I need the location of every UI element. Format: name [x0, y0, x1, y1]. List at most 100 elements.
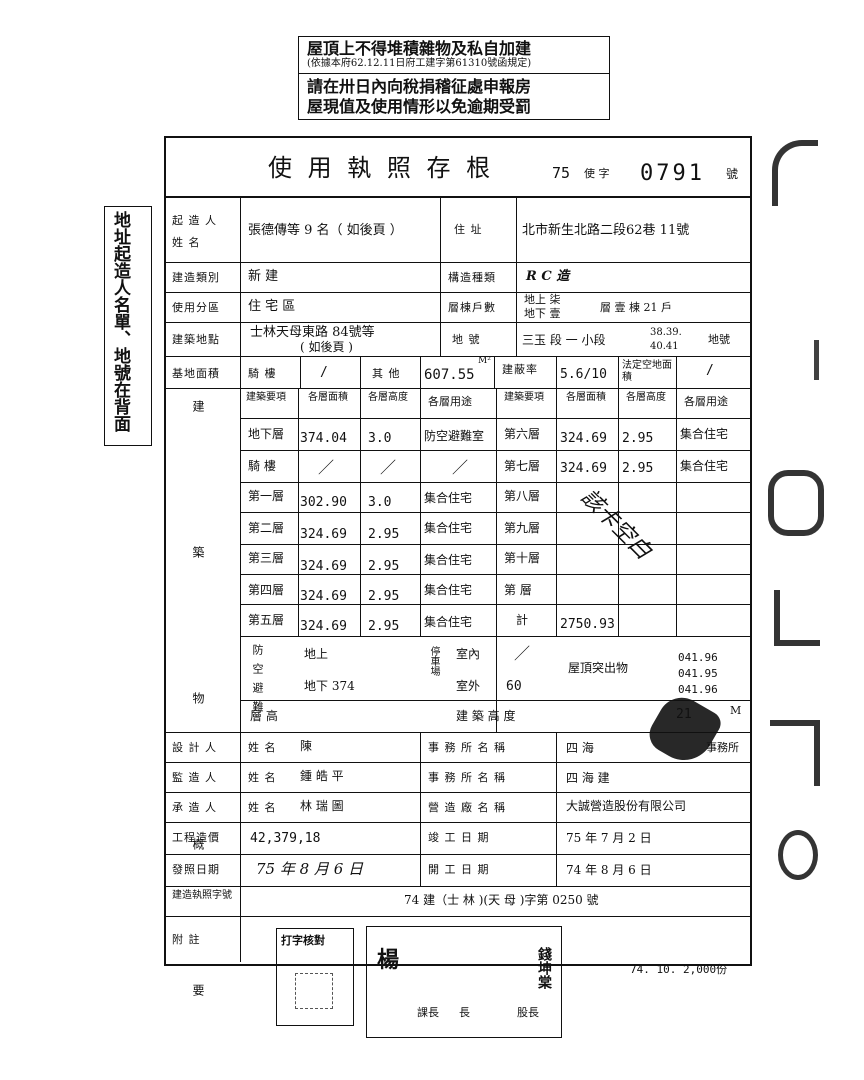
- build-type-label: 建造類別: [172, 271, 220, 284]
- notice-divider: [299, 73, 609, 74]
- dept-label: 課長: [417, 1006, 439, 1019]
- floor-left-height: 2.95: [368, 527, 400, 542]
- site-note: ( 如後頁 ): [300, 340, 353, 354]
- address-label: 住 址: [454, 223, 483, 236]
- legal-open-slash: /: [706, 363, 714, 378]
- floor-right-height: 2.95: [622, 461, 654, 476]
- notice-line-4: 屋現值及使用情形以免逾期受罰: [307, 97, 532, 116]
- hdr-area-right: 各層面積: [566, 392, 606, 403]
- title-divider: [164, 196, 750, 198]
- floor-left-use: 集合住宅: [424, 615, 473, 629]
- extra-line-2: [164, 732, 750, 733]
- floor-line-6: [240, 604, 750, 605]
- permit-label: 建造執照字號: [172, 890, 232, 901]
- designer-label: 設 計 人: [172, 741, 217, 754]
- designer-name: 陳: [300, 739, 313, 753]
- seal-name: 錢坤棠: [536, 947, 552, 989]
- roof-value-2: 041.95: [678, 667, 718, 680]
- notice-line-3: 請在卅日內向稅捐稽征處申報房: [307, 77, 532, 96]
- height-label: 層 高: [250, 709, 278, 723]
- floor-left-name: 第三層: [248, 551, 285, 565]
- other-value: 607.55: [424, 367, 475, 383]
- seal-yang: 楊: [377, 947, 400, 973]
- floor-left-use: ／: [452, 458, 469, 477]
- floor-col-1: [298, 388, 299, 636]
- cost-label: 工程造價: [172, 831, 220, 844]
- supervisor-office: 四 海 建: [566, 771, 610, 785]
- arcade-slash: /: [320, 365, 328, 380]
- floor-col-4: [496, 388, 497, 732]
- build-type-value: 新 建: [248, 269, 279, 284]
- col-line-mid: [440, 196, 441, 356]
- base-area-label: 基地面積: [172, 367, 220, 380]
- applicant-label: 起 造 人 姓 名: [172, 214, 217, 249]
- zone-value: 住 宅 區: [248, 299, 296, 314]
- notice-box: 屋頂上不得堆積雜物及私自加建 (依據本府62.12.11日府工建字第61310號…: [298, 36, 610, 120]
- parking-label: 停車場: [428, 646, 439, 676]
- building-section-label: 建 築 物 概 要: [191, 400, 205, 1056]
- row-line-5: [164, 388, 750, 389]
- arcade-label: 騎 樓: [248, 367, 277, 380]
- col-line-legal2: [676, 356, 677, 388]
- indoor-value: ／: [514, 644, 531, 663]
- floor-right-area: 324.69: [560, 461, 607, 476]
- floor-left-height: 2.95: [368, 589, 400, 604]
- floor-left-name: 第一層: [248, 489, 285, 503]
- license-number: 0791: [640, 161, 705, 186]
- floor-left-name: 第四層: [248, 583, 285, 597]
- form-frame: [164, 136, 752, 966]
- bldg-height-unit: M: [730, 704, 742, 717]
- floor-right-total: 2750.93: [560, 617, 615, 632]
- floor-right-height: 2.95: [622, 431, 654, 446]
- floor-right-name: 第八層: [504, 489, 541, 503]
- floor-right-area: 324.69: [560, 431, 607, 446]
- floor-left-area: 324.69: [300, 619, 347, 634]
- floor-left-use: 集合住宅: [424, 521, 473, 535]
- people-col-2: [420, 732, 421, 886]
- floor-left-height: 3.0: [368, 495, 392, 510]
- floor-left-name: 地下層: [248, 427, 285, 441]
- start-label: 開 工 日 期: [428, 863, 490, 876]
- date-line-1: [164, 854, 750, 855]
- issue-value: 75 年 8 月 6 日: [256, 860, 364, 878]
- typist-stamp: 打字核對: [276, 928, 354, 1026]
- col-line-coverage2: [556, 356, 557, 388]
- permit-value: 74 建（士 林 )(天 母 )字第 0250 號: [404, 893, 599, 907]
- left-note-box: 地址起造人名單、地號在背面: [104, 206, 152, 446]
- row-line-2: [164, 292, 750, 293]
- legal-open-label: 法定空地面積: [622, 360, 672, 383]
- cost-value: 42,379,18: [250, 831, 321, 846]
- designer-office-suffix: 事務所: [706, 741, 739, 754]
- completion-label: 竣 工 日 期: [428, 831, 490, 844]
- floor-left-height: 3.0: [368, 431, 392, 446]
- col-line-mid2: [516, 196, 517, 356]
- section-chief-label: 股長: [517, 1006, 539, 1019]
- contractor-name-label: 姓 名: [248, 801, 277, 814]
- row-line-1: [164, 262, 750, 263]
- people-line-2: [164, 792, 750, 793]
- floor-col-6: [618, 388, 619, 636]
- floors-value-bottom: 地下 壹: [524, 307, 561, 320]
- outdoor-label: 室外: [456, 679, 481, 693]
- floor-left-use: 防空避難室: [424, 429, 485, 443]
- lot-value: 三玉 段 一 小段: [522, 333, 606, 347]
- floor-col-7: [676, 388, 677, 636]
- floor-left-area: ／: [318, 458, 335, 477]
- contractor-factory-label: 營 造 廠 名 稱: [428, 801, 506, 814]
- floor-right-name: 第九層: [504, 521, 541, 535]
- edge-marks: [764, 140, 824, 880]
- floor-left-area: 302.90: [300, 495, 347, 510]
- form-title: 使 用 執 照 存 根: [268, 154, 495, 182]
- shelter-up: 地上: [304, 647, 329, 661]
- floor-right-name: 第六層: [504, 427, 541, 441]
- hdr-item-right: 建築要項: [504, 392, 544, 403]
- people-line-1: [164, 762, 750, 763]
- floor-left-area: 324.69: [300, 589, 347, 604]
- floor-line-5: [240, 574, 750, 575]
- col-line-arcade: [300, 356, 301, 388]
- floors-unit: 層 壹 棟 21 戶: [600, 301, 672, 314]
- floors-label: 層棟戶數: [448, 301, 496, 314]
- chief-label: 長: [459, 1006, 470, 1019]
- col-line-coverage: [494, 356, 495, 388]
- contractor-label: 承 造 人: [172, 801, 217, 814]
